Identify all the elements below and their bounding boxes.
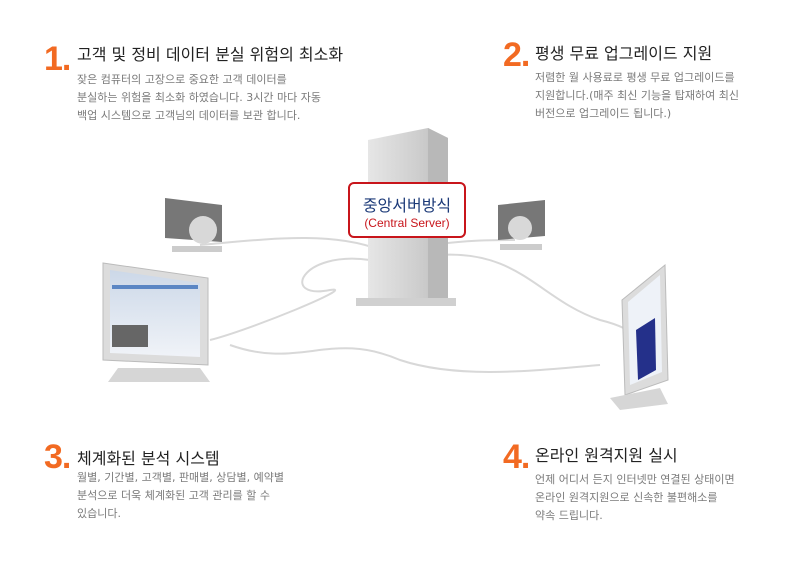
monitor-large-left-icon: [102, 262, 210, 382]
section-1-number: 1.: [44, 40, 71, 78]
section-2-title: 평생 무료 업그레이드 지원: [535, 44, 713, 63]
description-line: 분실하는 위험을 최소화 하였습니다. 3시간 마다 자동: [77, 91, 321, 104]
monitor-small-right-icon: [498, 200, 545, 250]
section-4-title: 온라인 원격지원 실시: [535, 446, 678, 465]
server-label: 중앙서버방식: [362, 196, 452, 215]
description-line: 월별, 기간별, 고객별, 판매별, 상담별, 예약별: [77, 471, 285, 484]
description-line: 언제 어디서 든지 인터넷만 연결된 상태이면: [535, 473, 735, 486]
section-3-title: 체계화된 분석 시스템: [77, 449, 220, 468]
monitor-large-right-icon: [610, 263, 669, 410]
section-2-description: 저렴한 월 사용료로 평생 무료 업그레이드를 지원합니다.(매주 최신 기능을…: [535, 69, 739, 123]
description-line: 분석으로 더욱 체계화된 고객 관리를 할 수: [77, 489, 271, 502]
section-4-number: 4.: [503, 438, 530, 476]
section-3-number: 3.: [44, 438, 71, 476]
server-sublabel: (Central Server): [364, 216, 450, 230]
number-text: 3: [44, 438, 63, 476]
description-line: 온라인 원격지원으로 신속한 불편해소를: [535, 491, 718, 504]
central-server-label: 중앙서버방식 (Central Server): [348, 182, 466, 238]
section-4-description: 언제 어디서 든지 인터넷만 연결된 상태이면 온라인 원격지원으로 신속한 불…: [535, 471, 735, 525]
section-1-title: 고객 및 정비 데이터 분실 위험의 최소화: [77, 45, 344, 64]
description-line: 백업 시스템으로 고객님의 데이터를 보관 합니다.: [77, 109, 301, 122]
monitor-small-left-icon: [165, 198, 222, 252]
number-text: 1: [44, 40, 63, 78]
number-text: 4: [503, 438, 522, 476]
description-line: 잦은 컴퓨터의 고장으로 중요한 고객 데이터를: [77, 73, 287, 86]
description-line: 있습니다.: [77, 507, 121, 520]
section-2-number: 2.: [503, 36, 530, 74]
description-line: 저렴한 월 사용료로 평생 무료 업그레이드를: [535, 71, 735, 84]
description-line: 약속 드립니다.: [535, 509, 603, 522]
section-1-description: 잦은 컴퓨터의 고장으로 중요한 고객 데이터를 분실하는 위험을 최소화 하였…: [77, 71, 321, 125]
number-text: 2: [503, 36, 522, 74]
description-line: 지원합니다.(매주 최신 기능을 탑재하여 최신: [535, 89, 739, 102]
description-line: 버전으로 업그레이드 됩니다.): [535, 107, 672, 120]
section-3-description: 월별, 기간별, 고객별, 판매별, 상담별, 예약별 분석으로 더욱 체계화된…: [77, 469, 284, 523]
